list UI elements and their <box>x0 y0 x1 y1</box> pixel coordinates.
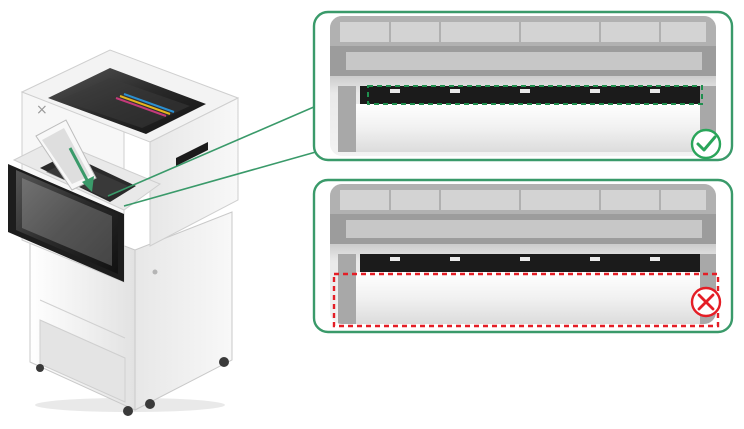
caster-wheel <box>219 357 229 367</box>
callout <box>107 99 331 207</box>
check-circle-icon <box>690 128 722 160</box>
printer: × <box>8 49 240 416</box>
correct-outline <box>367 85 703 105</box>
side-lock <box>152 269 158 275</box>
panel-correct <box>312 10 734 162</box>
x-circle-icon <box>690 286 722 318</box>
panel-incorrect <box>312 178 734 334</box>
caster-wheel <box>123 406 133 416</box>
stand-side <box>134 211 233 411</box>
caster-wheel <box>145 399 155 409</box>
callout-line <box>123 147 331 207</box>
callout-line <box>107 99 331 197</box>
front-window <box>16 170 118 274</box>
stand-shelf <box>39 319 126 403</box>
insert-arrowhead <box>82 176 94 192</box>
insert-arrow <box>68 147 90 183</box>
caster-wheel <box>36 364 44 372</box>
brand-mark: × <box>36 102 48 118</box>
body-right-side <box>149 97 239 247</box>
control-panel <box>176 142 208 166</box>
